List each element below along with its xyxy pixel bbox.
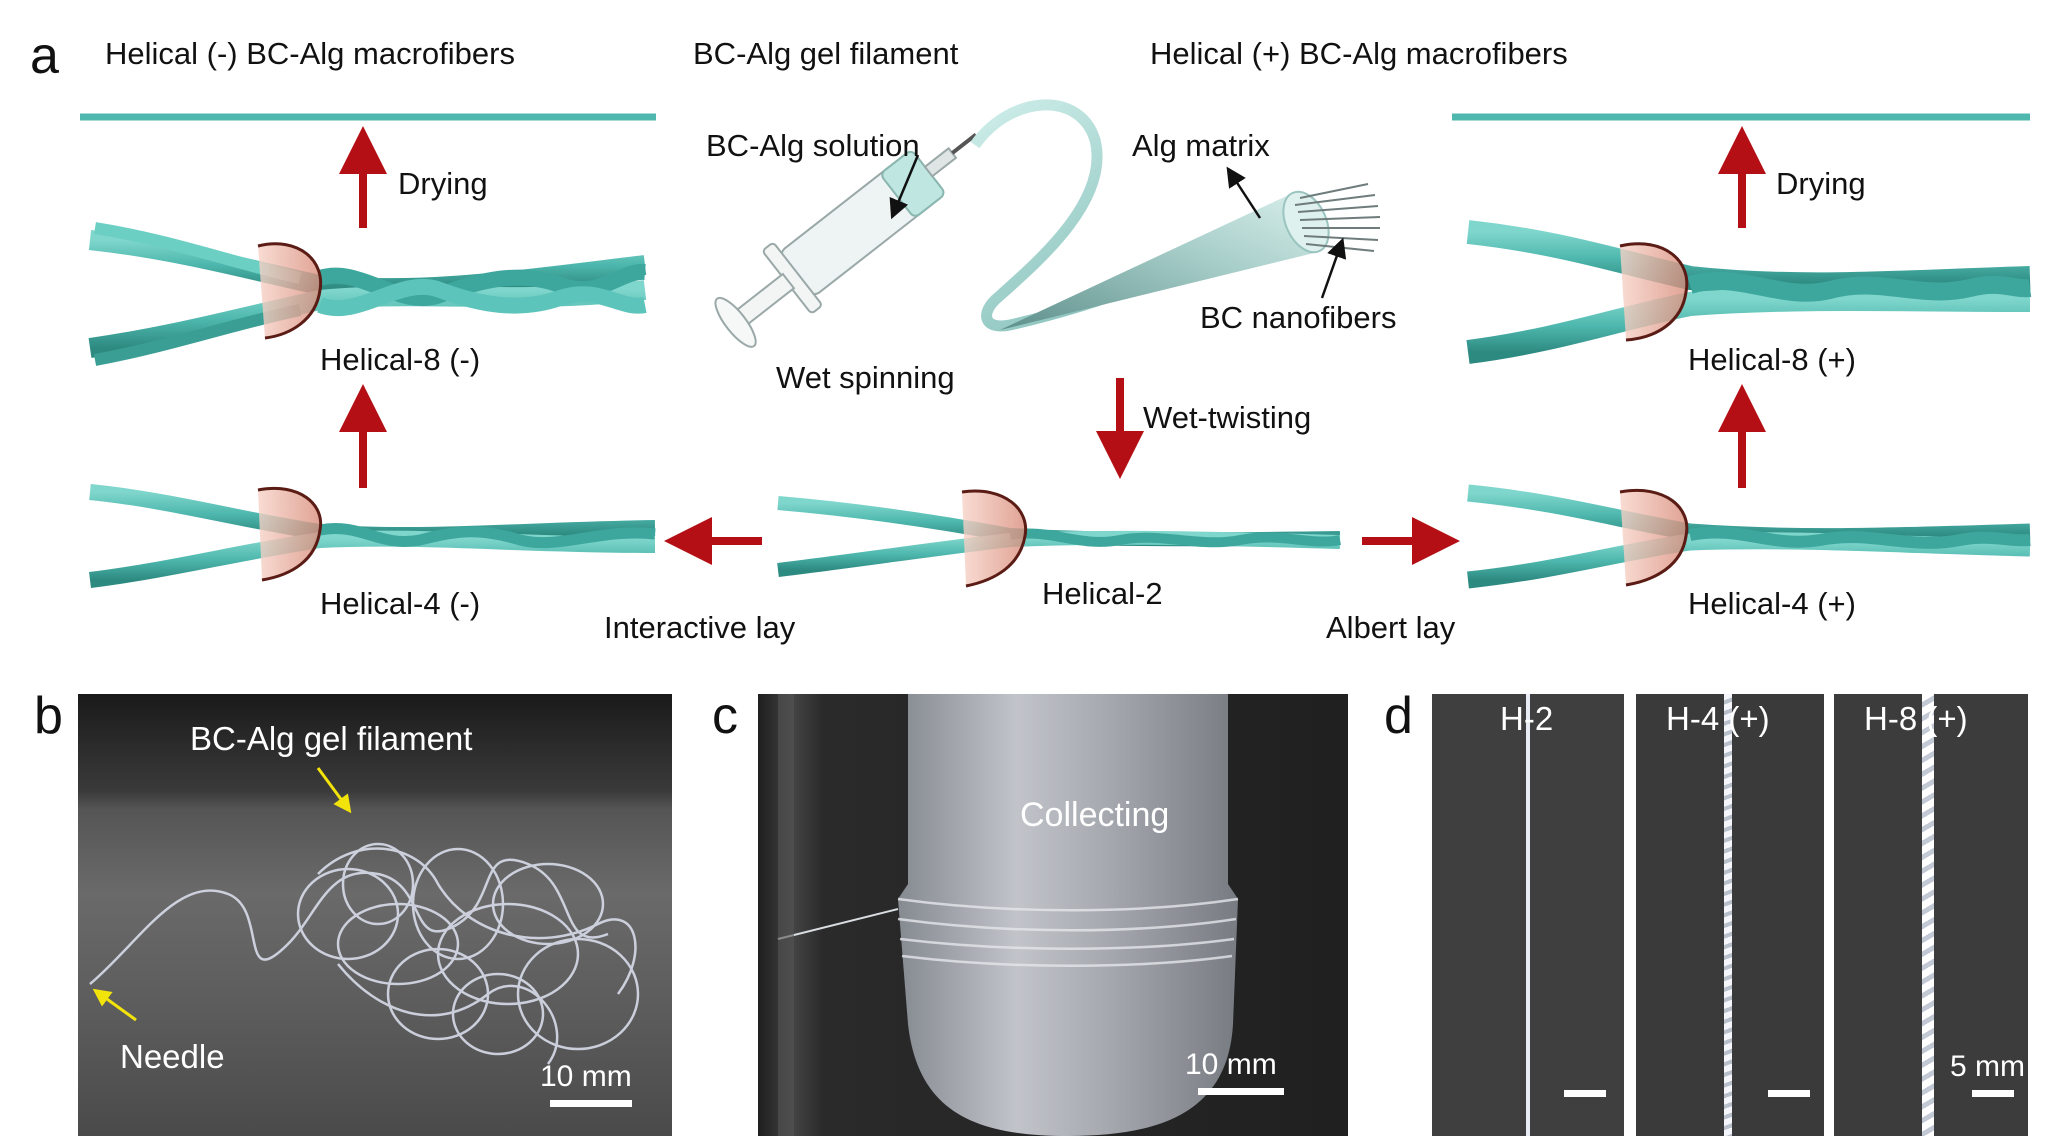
h2-scalebar xyxy=(1564,1090,1606,1097)
twist-arrow-helical-2 xyxy=(961,489,1028,588)
panel-b-scale-label: 10 mm xyxy=(540,1060,632,1093)
twist-arrow-helical-8-neg xyxy=(257,242,323,340)
photo-filament-tangle xyxy=(78,694,672,1136)
interactive-lay-label: Interactive lay xyxy=(604,610,796,645)
photo-h8 xyxy=(1834,694,2028,1136)
photo-collecting xyxy=(758,694,1348,1136)
helical-8-neg-label: Helical-8 (-) xyxy=(320,342,481,377)
helical-8-neg-bundle xyxy=(88,222,647,366)
collecting-tube xyxy=(777,694,1239,1136)
drying-label-left: Drying xyxy=(398,166,488,201)
wet-twisting-label: Wet-twisting xyxy=(1143,400,1312,435)
photo-h2 xyxy=(1432,694,1624,1136)
panel-c-scalebar xyxy=(1198,1088,1284,1095)
needle-label: Needle xyxy=(120,1038,225,1075)
panel-a-diagram xyxy=(80,99,2032,589)
helical-2-label: Helical-2 xyxy=(1042,576,1163,611)
callout-solution xyxy=(889,154,920,220)
syringe-icon xyxy=(714,133,978,348)
wet-spinning-label: Wet spinning xyxy=(776,360,955,395)
bc-alg-solution-label: BC-Alg solution xyxy=(706,128,920,163)
h4-fiber xyxy=(1724,694,1732,1136)
twist-arrow-helical-4-pos xyxy=(1619,489,1689,587)
drying-label-right: Drying xyxy=(1776,166,1866,201)
helical-4-neg-bundle xyxy=(89,484,656,588)
callout-bc-nanofibers xyxy=(1320,237,1347,299)
twist-arrow-helical-8-pos xyxy=(1619,242,1689,342)
filament-loops xyxy=(89,842,640,1065)
h8-fiber xyxy=(1922,694,1934,1136)
panel-b-letter: b xyxy=(34,687,63,745)
center-title: BC-Alg gel filament xyxy=(693,36,959,71)
h8-label: H-8 (+) xyxy=(1864,700,1968,737)
helical-4-pos-bundle xyxy=(1467,484,2031,589)
albert-lay-label: Albert lay xyxy=(1326,610,1456,645)
h8-scalebar xyxy=(1972,1090,2014,1097)
h2-label: H-2 xyxy=(1500,700,1554,737)
panel-b-arrows xyxy=(92,767,352,1022)
filament-label: BC-Alg gel filament xyxy=(190,720,473,757)
h4-scalebar xyxy=(1768,1090,1810,1097)
panel-c-scale-label: 10 mm xyxy=(1185,1048,1277,1081)
twist-arrow-helical-4-neg xyxy=(257,487,323,582)
bc-nanofibers-label: BC nanofibers xyxy=(1200,300,1397,335)
photo-h4 xyxy=(1636,694,1824,1136)
helical-4-neg-label: Helical-4 (-) xyxy=(320,586,481,621)
panel-a-letter: a xyxy=(30,27,59,85)
panel-d-scale-label: 5 mm xyxy=(1950,1050,2025,1083)
alg-matrix-label: Alg matrix xyxy=(1132,128,1270,163)
helical-2-bundle xyxy=(777,496,1341,577)
helical-8-pos-bundle xyxy=(1466,220,2032,364)
panel-d-letter: d xyxy=(1384,687,1413,745)
left-title: Helical (-) BC-Alg macrofibers xyxy=(105,36,515,71)
callout-alg-matrix xyxy=(1226,166,1262,219)
filament-cone xyxy=(1000,192,1318,330)
collecting-label: Collecting xyxy=(1020,796,1170,834)
right-title: Helical (+) BC-Alg macrofibers xyxy=(1150,36,1568,71)
helical-8-pos-label: Helical-8 (+) xyxy=(1688,342,1856,377)
helical-4-pos-label: Helical-4 (+) xyxy=(1688,586,1856,621)
panel-c-letter: c xyxy=(712,687,738,745)
panel-b-scalebar xyxy=(550,1100,632,1107)
h2-fiber xyxy=(1526,694,1530,1136)
h4-label: H-4 (+) xyxy=(1666,700,1770,737)
